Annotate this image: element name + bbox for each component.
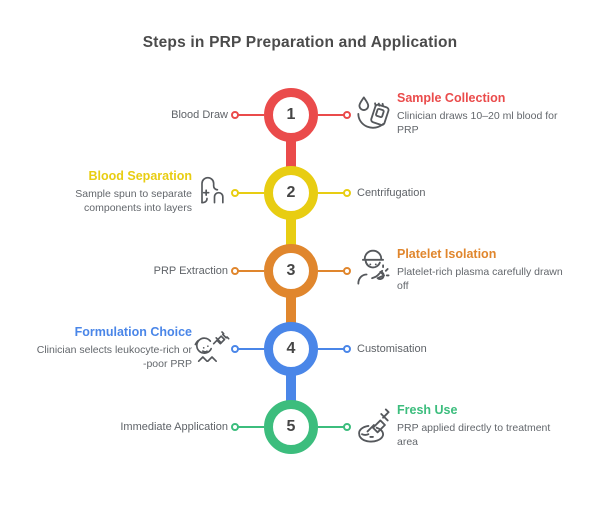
step-4-short-label: Customisation [357, 343, 427, 355]
timeline-bar [286, 292, 296, 326]
timeline-bar [286, 136, 296, 170]
step-3: PRP Extraction 3 Platelet Isolation Plat… [0, 232, 600, 326]
connector-line [238, 348, 264, 350]
connector-dot [231, 111, 239, 119]
step-number: 1 [286, 106, 296, 123]
step-heading: Platelet Isolation [397, 247, 497, 261]
connector-dot [343, 345, 351, 353]
step-1-description-block: Sample Collection Clinician draws 10–20 … [397, 91, 573, 137]
step-5-description-block: Fresh Use PRP applied directly to treatm… [397, 403, 573, 449]
step-4-description-block: Formulation Choice Clinician selects leu… [36, 325, 192, 371]
step-heading: Sample Collection [397, 91, 506, 105]
step-4-circle: 4 [264, 322, 318, 376]
connector-dot [231, 423, 239, 431]
timeline-bar [286, 370, 296, 404]
step-body-text: Sample spun to separate components into … [75, 188, 192, 214]
step-4: Formulation Choice Clinician selects leu… [0, 310, 600, 404]
connector-dot [343, 189, 351, 197]
connector-line [238, 426, 264, 428]
connector-line [318, 270, 344, 272]
step-number: 4 [286, 340, 296, 357]
page-title: Steps in PRP Preparation and Application [142, 34, 458, 51]
connector-line [318, 426, 344, 428]
step-2-circle: 2 [264, 166, 318, 220]
step-2: Blood Separation Sample spun to separate… [0, 154, 600, 248]
step-1: Blood Draw 1 Sample Collection Clinician… [0, 76, 600, 170]
step-3-description-block: Platelet Isolation Platelet-rich plasma … [397, 247, 573, 293]
step-5-circle: 5 [264, 400, 318, 454]
blood-bag-icon [351, 91, 395, 135]
step-1-circle: 1 [264, 88, 318, 142]
connector-line [318, 348, 344, 350]
step-heading: Fresh Use [397, 403, 458, 417]
step-heading: Formulation Choice [74, 325, 192, 339]
connector-line [318, 114, 344, 116]
step-2-description-block: Blood Separation Sample spun to separate… [36, 169, 192, 215]
step-1-short-label: Blood Draw [171, 109, 228, 121]
connector-line [318, 192, 344, 194]
step-3-circle: 3 [264, 244, 318, 298]
connector-dot [231, 267, 239, 275]
step-5-short-label: Immediate Application [120, 421, 228, 433]
connector-dot [231, 189, 239, 197]
connector-line [238, 270, 264, 272]
step-3-short-label: PRP Extraction [153, 265, 228, 277]
connector-dot [343, 423, 351, 431]
connector-line [238, 114, 264, 116]
step-2-short-label: Centrifugation [357, 187, 426, 199]
step-body-text: Platelet-rich plasma carefully drawn off [397, 266, 563, 292]
clinician-pipette-icon [351, 247, 395, 291]
timeline-bar [286, 214, 296, 248]
step-body-text: Clinician draws 10–20 ml blood for PRP [397, 110, 558, 136]
step-5: Immediate Application 5 Fresh Use PRP ap… [0, 388, 600, 466]
connector-line [238, 192, 264, 194]
step-number: 5 [286, 418, 296, 435]
connector-dot [343, 111, 351, 119]
step-number: 3 [286, 262, 296, 279]
step-body-text: Clinician selects leukocyte-rich or -poo… [36, 344, 192, 370]
syringe-application-icon [351, 403, 395, 447]
centrifuge-separation-icon [192, 171, 232, 211]
step-heading: Blood Separation [88, 169, 192, 183]
step-body-text: PRP applied directly to treatment area [397, 422, 551, 448]
face-syringe-icon [192, 327, 232, 367]
connector-dot [343, 267, 351, 275]
step-number: 2 [286, 184, 296, 201]
connector-dot [231, 345, 239, 353]
